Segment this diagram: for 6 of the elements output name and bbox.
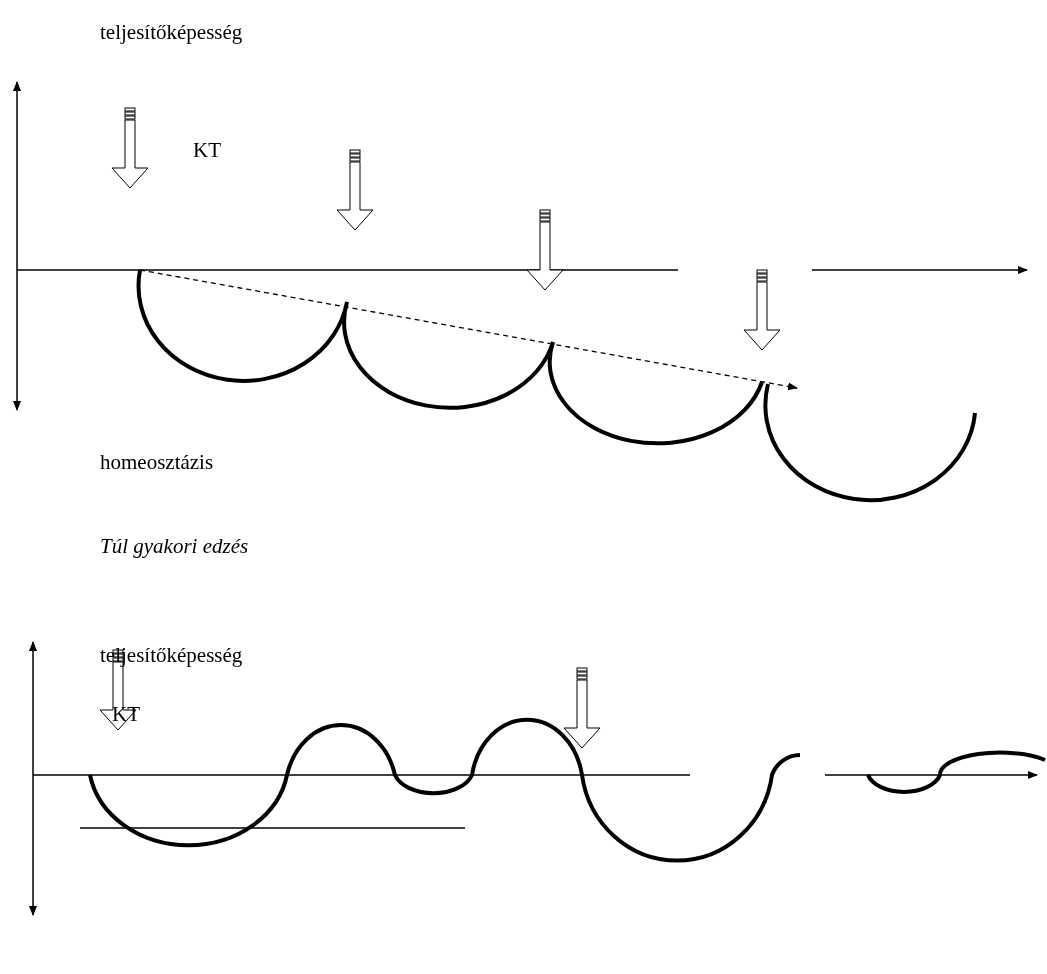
arrow-label: KT: [193, 140, 221, 161]
axis-label: homeosztázis: [100, 452, 214, 473]
axis-label: teljesítőképesség: [100, 22, 243, 43]
arrow-label: KT: [112, 704, 140, 725]
axis-label: teljesítőképesség: [100, 645, 243, 666]
panel-caption: Túl gyakori edzés: [100, 536, 249, 557]
